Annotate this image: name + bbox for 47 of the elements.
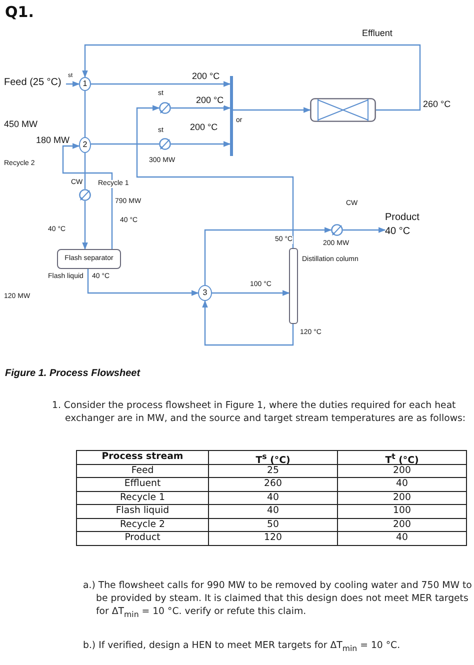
title: Q1.	[5, 4, 34, 20]
stream-arrow	[91, 81, 231, 87]
stream-label: Feed (25 °C)	[4, 77, 66, 91]
question-text: a.) The flowsheet calls for 990 MW to be removed by cooling water and 750 MW to be provided by steam. It is claimed that this design does not meet MER targets for ΔT$_{min}$ = 10 °C. verify or refute this claim.	[83, 580, 473, 621]
stream-line	[91, 143, 159, 145]
stream-arrow	[204, 227, 332, 285]
stream-arrow	[136, 105, 294, 248]
stream-line	[84, 91, 86, 137]
utility-exchanger-icon	[331, 224, 343, 236]
mixer-bar	[230, 76, 233, 156]
stream-arrow	[87, 269, 199, 296]
stream-arrow	[343, 227, 386, 233]
heat-exchanger: 2	[79, 137, 91, 153]
stream-label: Effluent	[362, 29, 392, 39]
question-text: 1. Consider the process flowsheet in Figure 1, where the duties required for each heat exchanger are in MW, and the source and target stream temperatures are as follows:	[52, 400, 467, 426]
temperature-label: 200 °C	[190, 123, 218, 133]
header-cell: T$^{s}$ (°C)	[208, 450, 338, 464]
question-text: b.) If verified, design a HEN to meet MER targets for ΔT$_{min}$ = 10 °C.	[83, 640, 402, 655]
stream-arrow	[171, 105, 231, 111]
stream-arrow	[171, 141, 231, 147]
stream-arrow	[62, 143, 113, 249]
header-cell: Process stream	[76, 450, 209, 464]
utility-exchanger-icon	[159, 102, 171, 114]
process-value-label: 260 °C	[423, 100, 451, 110]
utility-exchanger-icon	[159, 138, 171, 150]
stream-line	[84, 153, 86, 189]
table-cell: 120	[208, 531, 338, 546]
table-cell: Product	[76, 531, 209, 546]
process-value-label: 180 MW	[36, 136, 70, 146]
stream-arrow	[66, 81, 80, 87]
stream-arrow	[82, 201, 88, 250]
stream-arrow	[212, 290, 290, 296]
stream-arrow	[202, 300, 294, 346]
stream-arrow	[233, 107, 311, 113]
stream-label: 40 °C	[385, 226, 410, 237]
heat-exchanger: 3	[198, 285, 212, 301]
heat-exchanger: 1	[79, 77, 91, 91]
figure-caption: Figure 1. Process Flowsheet	[5, 368, 140, 379]
stream-label: Product	[385, 212, 420, 223]
temperature-label: 200 °C	[192, 72, 220, 82]
temperature-label: 200 °C	[196, 96, 224, 106]
header-cell: T$^{t}$ (°C)	[337, 450, 467, 464]
reactor-vessel	[310, 98, 376, 122]
utility-exchanger-icon	[79, 189, 91, 201]
stream-arrow	[82, 44, 421, 111]
process-value-label: 450 MW	[4, 120, 38, 130]
table-cell: 40	[337, 531, 467, 546]
